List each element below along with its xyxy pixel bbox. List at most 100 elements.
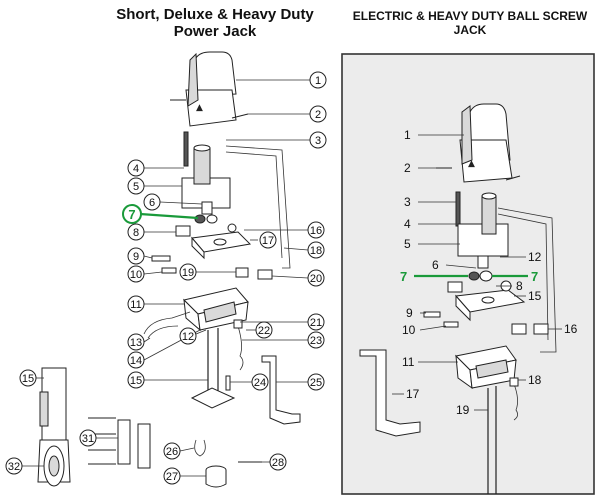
svg-text:14: 14 xyxy=(130,355,142,367)
right-crank-handle xyxy=(359,349,421,437)
left-callout-7-highlighted: 7 xyxy=(122,204,142,224)
right-bolt xyxy=(455,191,461,227)
left-callout-26: 26 xyxy=(163,442,181,460)
svg-text:25: 25 xyxy=(310,377,322,389)
svg-text:15: 15 xyxy=(130,375,142,387)
right-label-15: 15 xyxy=(528,289,542,303)
left-callout-24: 24 xyxy=(251,373,269,391)
left-title-line2: Power Jack xyxy=(173,23,257,40)
svg-text:5: 5 xyxy=(133,181,139,193)
svg-text:17: 17 xyxy=(262,235,274,247)
left-callout-18: 18 xyxy=(307,241,325,259)
svg-text:6: 6 xyxy=(149,197,155,209)
right-label-2: 2 xyxy=(404,161,411,175)
left-callout-20: 20 xyxy=(307,269,325,287)
svg-text:21: 21 xyxy=(310,317,322,329)
right-leaders xyxy=(392,134,562,411)
svg-text:24: 24 xyxy=(254,377,266,389)
right-label-3: 3 xyxy=(404,195,411,209)
svg-text:7: 7 xyxy=(128,207,135,222)
left-callout-17: 17 xyxy=(259,231,277,249)
left-wire-23 xyxy=(237,325,244,371)
left-callout-32: 32 xyxy=(5,457,23,475)
left-callout-12: 12 xyxy=(179,327,197,345)
left-brackets-31 xyxy=(88,417,151,469)
left-frame xyxy=(225,145,291,269)
left-callout-19: 19 xyxy=(179,263,197,281)
left-motor-cover: ▲ xyxy=(185,51,237,127)
right-label-5: 5 xyxy=(404,237,411,251)
right-screw-9 xyxy=(423,311,441,318)
svg-text:13: 13 xyxy=(130,337,142,349)
right-label-16: 16 xyxy=(564,322,578,336)
left-pin-24 xyxy=(225,375,231,391)
left-callout-6: 6 xyxy=(143,193,161,211)
right-label-6: 6 xyxy=(432,258,439,272)
left-callout-5: 5 xyxy=(127,177,145,195)
left-screw-10 xyxy=(161,267,177,274)
svg-text:32: 32 xyxy=(8,461,20,473)
left-callout-27: 27 xyxy=(163,467,181,485)
left-connector-a xyxy=(235,267,249,278)
left-bolt-4 xyxy=(183,131,189,167)
svg-text:27: 27 xyxy=(166,471,178,483)
left-screw-9 xyxy=(151,255,171,262)
left-gear-plates xyxy=(175,223,252,260)
left-gearbox xyxy=(183,287,249,332)
svg-text:26: 26 xyxy=(166,446,178,458)
svg-text:18: 18 xyxy=(310,245,322,257)
left-coupler xyxy=(201,201,213,215)
svg-text:3: 3 xyxy=(315,135,321,147)
left-title-line1: Short, Deluxe & Heavy Duty xyxy=(116,6,314,23)
left-callout-13: 13 xyxy=(127,333,145,351)
left-callout-15-tube: 15 xyxy=(127,371,145,389)
left-inner-tube xyxy=(207,328,219,396)
svg-text:20: 20 xyxy=(310,273,322,285)
svg-text:4: 4 xyxy=(133,163,139,175)
svg-text:19: 19 xyxy=(182,267,194,279)
left-highlight-part-left xyxy=(194,214,206,224)
right-motor-cover: ▲ xyxy=(459,103,513,183)
left-callout-31: 31 xyxy=(79,429,97,447)
right-gear-housing xyxy=(447,280,526,322)
left-caster-wheel xyxy=(37,439,71,487)
svg-text:11: 11 xyxy=(130,299,141,311)
svg-text:28: 28 xyxy=(272,457,284,469)
right-label-10: 10 xyxy=(402,323,416,337)
right-label-7-right: 7 xyxy=(531,269,538,284)
left-callout-25: 25 xyxy=(307,373,325,391)
right-label-17: 17 xyxy=(406,387,420,401)
svg-text:▲: ▲ xyxy=(196,103,203,113)
right-label-1: 1 xyxy=(404,128,411,142)
right-label-11: 11 xyxy=(402,355,415,369)
left-crank-25 xyxy=(261,355,301,425)
left-callout-1: 1 xyxy=(309,71,327,89)
left-callout-28: 28 xyxy=(269,453,287,471)
left-wire-13 xyxy=(143,311,191,335)
left-leaders xyxy=(22,79,310,477)
svg-text:12: 12 xyxy=(182,331,194,343)
svg-text:1: 1 xyxy=(315,75,321,87)
right-gearbox xyxy=(454,345,517,390)
left-outer-tube xyxy=(39,367,67,453)
left-foot-27 xyxy=(205,465,227,488)
right-label-7-left: 7 xyxy=(400,269,407,284)
svg-text:23: 23 xyxy=(310,335,322,347)
svg-text:16: 16 xyxy=(310,225,322,237)
left-callout-8: 8 xyxy=(127,223,145,241)
right-coupler xyxy=(477,255,489,269)
right-wire-plug xyxy=(509,377,519,387)
left-callout-14: 14 xyxy=(127,351,145,369)
svg-text:22: 22 xyxy=(258,325,270,337)
right-label-9: 9 xyxy=(406,306,413,320)
left-screw-b xyxy=(231,113,249,119)
right-label-8: 8 xyxy=(516,279,523,293)
left-diagram-title: Short, Deluxe & Heavy Duty Power Jack xyxy=(110,6,320,40)
right-label-18: 18 xyxy=(528,373,542,387)
left-clip-26 xyxy=(194,439,206,457)
left-callout-11: 11 xyxy=(127,295,145,313)
left-callout-3: 3 xyxy=(309,131,327,149)
left-callout-22: 22 xyxy=(255,321,273,339)
left-callout-9: 9 xyxy=(127,247,145,265)
right-screw-right xyxy=(505,175,521,181)
